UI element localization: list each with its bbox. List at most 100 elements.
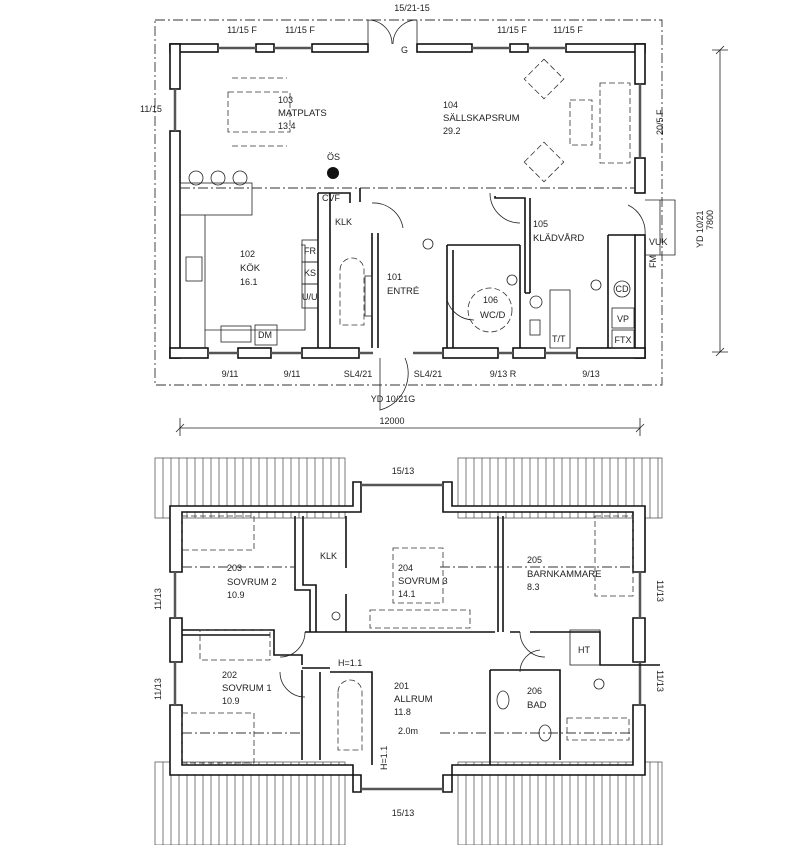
front-double-door — [367, 19, 418, 45]
fixture-label: FR — [304, 246, 316, 256]
wardrobe — [199, 629, 271, 661]
fixture-label: VUK — [649, 237, 668, 247]
window-label: 9/11 — [222, 369, 239, 379]
ground-floor-labels: 15/21-15 11/15 F 11/15 F 11/15 F 11/15 F… — [140, 3, 715, 426]
window-label: 11/15 F — [227, 25, 257, 35]
room-number: 204 — [398, 563, 413, 573]
window-label: 11/15 F — [285, 25, 315, 35]
room-name: BARNKAMMARE — [527, 569, 601, 580]
window-label: 11/13 — [655, 670, 665, 692]
room-name: SOVRUM 1 — [222, 683, 272, 694]
room-name: BAD — [527, 700, 547, 711]
window-label: 11/15 F — [497, 25, 527, 35]
room-name: SOVRUM 3 — [398, 576, 448, 587]
fixture-label: CVF — [322, 193, 341, 203]
window-label: SL4/21 — [344, 369, 373, 379]
entrance-door — [379, 357, 409, 411]
bed — [181, 515, 255, 551]
room-name: KLÄDVÅRD — [533, 233, 584, 244]
exterior-walls — [169, 43, 646, 359]
fixture-label: KS — [304, 268, 316, 278]
fixture-label: CD — [616, 284, 629, 294]
room-number: 106 — [483, 295, 498, 305]
side-door — [627, 199, 676, 256]
dining-table — [227, 91, 291, 133]
room-area: 29.2 — [443, 126, 461, 136]
window-label: 11/13 — [153, 678, 163, 700]
armchair — [523, 141, 565, 183]
width-dimension-line — [175, 418, 645, 436]
fixture-label: VP — [617, 314, 629, 324]
fireplace-icon — [327, 167, 339, 179]
upper-exterior-walls — [169, 481, 646, 793]
coffee-table — [569, 99, 593, 146]
room-number: 103 — [278, 95, 293, 105]
upper-interior-walls — [181, 515, 660, 765]
interior-walls — [179, 58, 635, 349]
roof-tiles — [154, 457, 663, 845]
room-name: KÖK — [240, 263, 261, 274]
room-area: 11.8 — [394, 707, 411, 717]
upper-floor-labels: 15/13 15/13 11/13 11/13 11/13 11/13 KLK … — [153, 466, 665, 818]
room-number: 105 — [533, 219, 548, 229]
room-area: 14.1 — [398, 589, 416, 599]
fixture-label: HT — [578, 645, 590, 655]
height-dimension-line — [712, 45, 728, 357]
room-name: SOVRUM 2 — [227, 577, 277, 588]
fixture-label: FM — [648, 255, 658, 268]
roof-outline — [154, 19, 663, 386]
bed — [392, 547, 444, 604]
room-area: 10.9 — [222, 696, 240, 706]
room-area: 16.1 — [240, 277, 258, 287]
window-label: 9/11 — [284, 369, 301, 379]
room-number: 101 — [387, 272, 402, 282]
bathtub — [566, 717, 630, 741]
fixture-label: T/T — [552, 334, 566, 344]
height-label: H=1.1 — [338, 658, 362, 668]
fixture-label: KLK — [320, 551, 337, 561]
fixture-label: FTX — [615, 335, 632, 345]
window-label: 11/15 F — [553, 25, 583, 35]
desk — [369, 609, 471, 629]
room-area: 13.4 — [278, 121, 296, 131]
room-name: SÄLLSKAPSRUM — [443, 113, 520, 124]
room-number: 201 — [394, 681, 409, 691]
window-label: 20/5 F — [655, 109, 665, 135]
fixture-label: U/U — [302, 292, 318, 302]
room-number: 203 — [227, 563, 242, 573]
door-mark: G — [401, 45, 408, 55]
upper-floor-plan: 15/13 15/13 11/13 11/13 11/13 11/13 KLK … — [153, 457, 665, 845]
room-name: WC/D — [480, 310, 505, 321]
window-label: 15/13 — [392, 808, 415, 818]
room-number: 202 — [222, 670, 237, 680]
room-number: 205 — [527, 555, 542, 565]
room-name: ENTRÉ — [387, 286, 419, 297]
fixture-label: ÖS — [327, 152, 340, 162]
ceiling-height-label: 2.0m — [398, 726, 418, 736]
room-name: ALLRUM — [394, 694, 433, 705]
sofa — [599, 82, 631, 164]
ground-floor-plan: 15/21-15 11/15 F 11/15 F 11/15 F 11/15 F… — [140, 3, 728, 436]
door-label: YD 10/21 — [695, 210, 705, 248]
fixture-label: KLK — [335, 217, 352, 227]
dimension-label: 12000 — [379, 416, 404, 426]
room-area: 10.9 — [227, 590, 245, 600]
dimension-label: 7800 — [705, 210, 715, 230]
window-label: 9/13 R — [490, 369, 517, 379]
window-label: 11/13 — [655, 580, 665, 602]
bed — [181, 712, 255, 764]
room-area: 8.3 — [527, 582, 540, 592]
door-label: YD 10/21G — [371, 394, 416, 404]
room-number: 104 — [443, 100, 458, 110]
room-name: MATPLATS — [278, 108, 327, 119]
room-number: 206 — [527, 686, 542, 696]
window-label: 11/13 — [153, 588, 163, 610]
window-label: SL4/21 — [414, 369, 443, 379]
window-label: 9/13 — [582, 369, 600, 379]
window-label: 11/15 — [140, 104, 162, 114]
fixture-label: DM — [258, 330, 272, 340]
window-label: 15/13 — [392, 466, 415, 476]
room-number: 102 — [240, 249, 255, 259]
height-label: H=1.1 — [379, 746, 389, 770]
